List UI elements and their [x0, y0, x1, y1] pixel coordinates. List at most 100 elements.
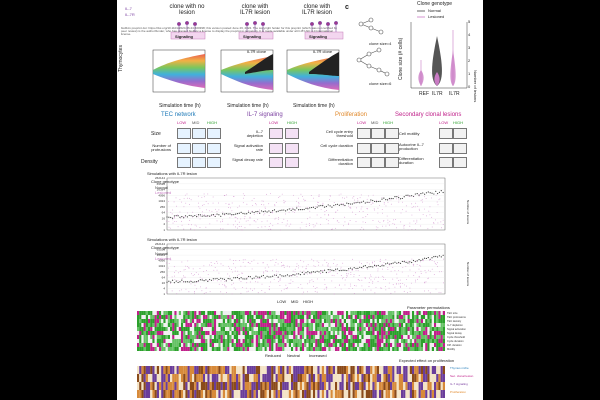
lesioned-point: [309, 225, 310, 226]
heat-cell: [200, 390, 203, 398]
lesioned-point: [253, 220, 255, 222]
heat-cell: [181, 315, 184, 319]
normal-point: [435, 255, 437, 258]
heat-cell: [214, 366, 217, 374]
heat-cell: [315, 335, 318, 339]
heat-cell: [381, 331, 384, 335]
heat-cell: [346, 335, 349, 339]
lesioned-point: [366, 207, 368, 209]
heat-cell: [187, 311, 190, 315]
heat-cell: [332, 382, 335, 390]
heat-cell: [203, 331, 206, 335]
lesioned-point: [387, 266, 389, 268]
heat-cell: [167, 339, 170, 343]
heat-cell: [181, 366, 184, 374]
heat-cell: [409, 331, 412, 335]
lesioned-point: [185, 288, 187, 290]
heat-cell: [205, 366, 208, 374]
lesioned-point: [359, 279, 361, 281]
heat-cell: [218, 347, 221, 351]
heat-cell: [418, 374, 421, 382]
heat-cell: [403, 327, 406, 331]
heat-cell: [227, 315, 230, 319]
lesioned-point: [274, 218, 276, 220]
heat-cell: [387, 319, 390, 323]
heat-cell: [359, 315, 362, 319]
heat-cell: [425, 327, 428, 331]
heat-cell: [365, 319, 368, 323]
heat-cell: [407, 374, 410, 382]
heat-cell: [412, 323, 415, 327]
thymocytes-ylabel: Thymocytes: [118, 45, 124, 72]
lesioned-point: [344, 197, 345, 199]
heat1-row-label: Motility: [447, 347, 456, 351]
heat-cell: [236, 343, 239, 347]
heat-cell: [185, 311, 188, 315]
heat-cell: [145, 339, 148, 343]
sec-low: LOW: [439, 120, 449, 125]
heat-cell: [394, 335, 397, 339]
heat-cell: [286, 327, 289, 331]
lesioned-point: [437, 222, 439, 224]
heat-cell: [236, 335, 239, 339]
lesioned-point: [181, 220, 183, 222]
lesioned-point: [260, 204, 262, 205]
lesioned-point: [405, 266, 407, 267]
y-tick-label: 65536: [157, 248, 166, 252]
heat-cell: [398, 366, 401, 374]
lesioned-point: [418, 195, 420, 197]
heat-cell: [359, 327, 362, 331]
heat-cell: [262, 366, 265, 374]
heat-cell: [141, 366, 144, 374]
lesioned-point: [276, 273, 278, 275]
lesioned-point: [381, 264, 383, 266]
lesioned-point: [400, 282, 402, 284]
heat-cell: [189, 335, 192, 339]
heat1-row-label: TEC protrusions: [447, 315, 466, 319]
tec-protrusion-low-icon: [177, 143, 191, 154]
normal-point: [301, 209, 303, 211]
lesioned-point: [274, 205, 276, 207]
normal-point: [212, 213, 214, 216]
lesioned-point: [245, 220, 247, 222]
heat-cell: [379, 347, 382, 351]
lesioned-point: [213, 269, 215, 271]
heat-cell: [332, 315, 335, 319]
heat-cell: [431, 331, 434, 335]
heat-cell: [143, 311, 146, 315]
heat-cell: [357, 311, 360, 315]
heat-cell: [370, 331, 373, 335]
lesioned-point: [436, 262, 438, 264]
heat-cell: [363, 382, 366, 390]
heat-cell: [253, 327, 256, 331]
heat-cell: [306, 323, 309, 327]
normal-point: [196, 216, 198, 218]
heat-cell: [403, 374, 406, 382]
heat-cell: [354, 323, 357, 327]
lesioned-point: [350, 285, 352, 287]
heat-cell: [167, 390, 170, 398]
lesioned-point: [183, 216, 184, 218]
lesioned-point: [307, 264, 309, 266]
lesioned-point: [350, 272, 352, 273]
heat-cell: [372, 335, 375, 339]
normal-point: [312, 271, 315, 273]
lesioned-point: [318, 264, 320, 266]
heat-cell: [343, 315, 346, 319]
tec-row-protrusions: Number of protrusions: [151, 143, 171, 152]
heat-cell: [379, 319, 382, 323]
heat-cell: [341, 331, 344, 335]
heat-cell: [412, 311, 415, 315]
heat-cell: [414, 331, 417, 335]
heat-cell: [240, 335, 243, 339]
heat-cell: [172, 366, 175, 374]
heat-cell: [170, 390, 173, 398]
heat-cell: [139, 390, 142, 398]
lesioned-point: [257, 292, 259, 294]
normal-point: [286, 209, 289, 211]
lesioned-point: [288, 282, 290, 284]
heatmap1-scale-mid: MID: [291, 299, 299, 304]
lesioned-point: [389, 220, 391, 222]
lesioned-point: [415, 202, 417, 204]
lesioned-point: [255, 221, 257, 223]
